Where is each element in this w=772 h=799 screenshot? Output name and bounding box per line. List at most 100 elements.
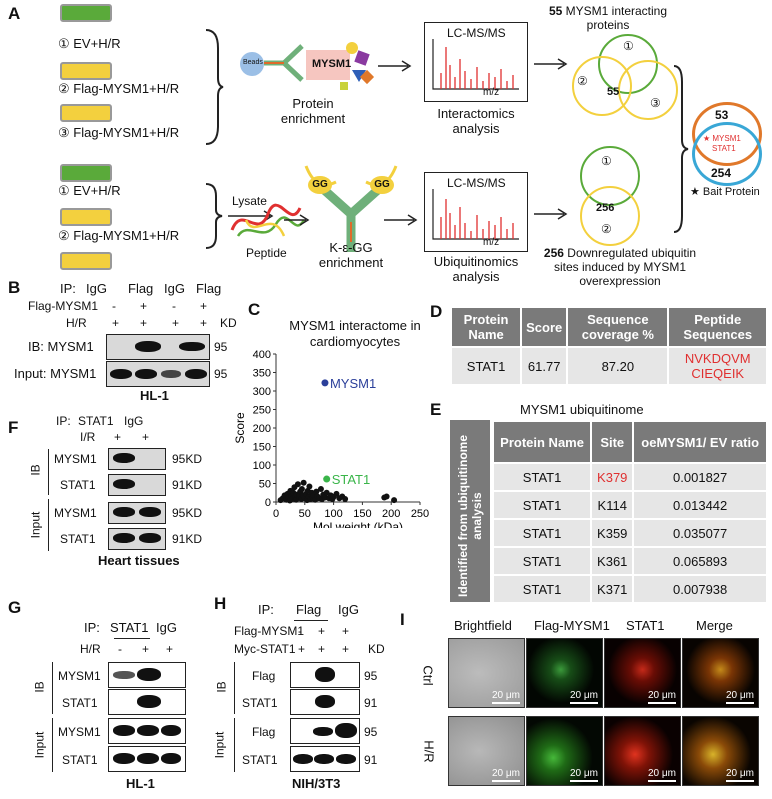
table-row: STAT1 K361 0.065893 [491,546,768,576]
mz-label-bottom: m/z [483,237,500,248]
h-kd-label: KD [368,642,385,656]
h-ip-col-1: Flag [296,602,322,617]
scale-bar: 20 μm [648,768,676,782]
highlight-label-stat1: STAT1 [332,472,371,487]
venn-circle-3 [618,60,678,120]
h-r1-v2: + [318,624,326,638]
b-r2v4: + [200,316,208,330]
data-point [333,490,340,497]
f-ib-bracket [36,449,49,495]
f-input-label: Input [28,511,43,539]
y-tick-label: 0 [265,497,271,509]
d-header-2: Score [520,306,569,348]
d-table: Protein Name Score Sequence coverage % P… [449,306,768,386]
panel-b-label: B [8,278,21,297]
x-tick-label: 150 [353,508,371,520]
venn-bottom-center: 256 [596,202,615,214]
micrograph-stat1-hr: 20 μm [604,716,681,786]
b-row1-label: Flag-MYSM1 [28,299,99,313]
table-row: STAT1 K114 0.013442 [491,490,768,520]
data-point [383,493,390,500]
g-blot-1 [108,662,186,688]
gg-badge-left: GG [308,176,332,194]
data-point [294,481,301,488]
h-blot-1 [290,662,360,688]
lcms-box-bottom: LC-MS/MS m/z [424,172,528,252]
c-title-line1: MYSM1 interactome in [289,318,421,333]
g-row2-label: STAT1 [62,696,98,710]
h-ib-bracket [224,662,235,714]
ms-spectrum-top [432,39,519,90]
lcms-box-top: LC-MS/MS m/z [424,22,528,102]
scale-bar: 20 μm [726,768,754,782]
beads-label: Beads [243,59,263,66]
scale-bar: 20 μm [570,690,598,704]
e-cell: 0.065893 [632,546,768,576]
d-peptide-1: NVKDQVM [684,351,751,366]
b-r1v2: + [140,299,148,313]
lcms-label-top: LC-MS/MS [447,26,506,40]
final-venn-mid1: ★ MYSM1 [703,134,741,143]
g-ip-col-1: STAT1 [110,620,149,635]
x-tick-label: 200 [382,508,400,520]
b-ib-blot [106,334,210,360]
micrograph-merge-ctrl: 20 μm [682,638,759,708]
h-row1-label: Flag [252,669,276,683]
y-tick-label: 100 [253,460,271,472]
h-row4-label: STAT1 [242,753,278,767]
data-point [298,486,305,493]
panel-h-label: H [214,594,227,613]
y-tick-label: 150 [253,442,271,454]
f-ir-label: I/R [80,430,96,444]
f-row1-label: MYSM1 [54,452,97,466]
h-r1-v1: - [298,624,302,638]
protein-dot-yellow [346,42,358,54]
h-r2-v1: + [298,642,306,656]
h-ib-label: IB [214,681,229,693]
interactomics-label: Interactomics analysis [437,106,515,136]
condition-bottom-2: ② Flag-MYSM1+H/R [58,228,180,243]
venn-bottom-caption: 256 Downregulated ubiquitin sites induce… [540,246,700,288]
dish-green-1 [60,4,112,22]
final-venn-top: 53 [715,108,729,122]
g-blot-2 [108,689,186,715]
h-caption: NIH/3T3 [292,776,341,791]
f-ip-col-1: STAT1 [78,414,114,428]
g-hr-label: H/R [80,642,101,656]
b-r1v1: - [112,299,116,313]
h-input-bracket [224,718,235,772]
e-table: Protein Name Site oeMYSM1/ EV ratio STAT… [491,420,768,604]
g-ip-label: IP: [84,620,100,635]
f-ip-label: IP: [56,414,71,428]
f-ir-v2: + [142,430,150,444]
x-tick-label: 50 [299,508,311,520]
b-input-kd: 95 [214,367,228,381]
gg-badge-right: GG [370,176,394,194]
venn-top-title-text: MYSM1 interacting proteins [565,4,668,32]
c-title: MYSM1 interactome in cardiomyocytes [270,318,440,350]
b-ip-col-4: Flag [196,281,222,296]
ubiquitinomics-label: Ubiquitinomics analysis [433,254,519,284]
e-side-bar: Identified from ubiquitinome analysis [450,420,490,602]
e-header-1: Protein Name [491,420,593,464]
g-input-bracket [40,718,53,772]
b-ip-col-3: IgG [164,281,185,296]
h-ip-col-2: IgG [338,602,359,617]
h-kd-3: 95 [364,725,378,739]
e-cell-site-highlight: K379 [590,462,635,492]
bracket-right [673,65,689,233]
h-kd-2: 91 [364,696,378,710]
d-cell-protein: STAT1 [449,346,523,386]
d-cell-peptides: NVKDQVM CIEQEIK [667,346,768,386]
y-tick-label: 350 [253,368,271,380]
f-row3-label: MYSM1 [54,506,97,520]
condition-top-1: ① EV+H/R [58,36,121,51]
e-cell: K371 [590,574,635,604]
f-kd-2: 91KD [172,478,203,492]
ms-spectrum-bottom [432,189,519,240]
venn-bottom-caption-text: Downregulated ubiquitin sites induced by… [553,246,697,288]
data-point [306,483,313,490]
venn-label-3: ③ [650,96,661,110]
bracket-bottom [205,183,223,249]
antibody-icon [264,44,304,82]
